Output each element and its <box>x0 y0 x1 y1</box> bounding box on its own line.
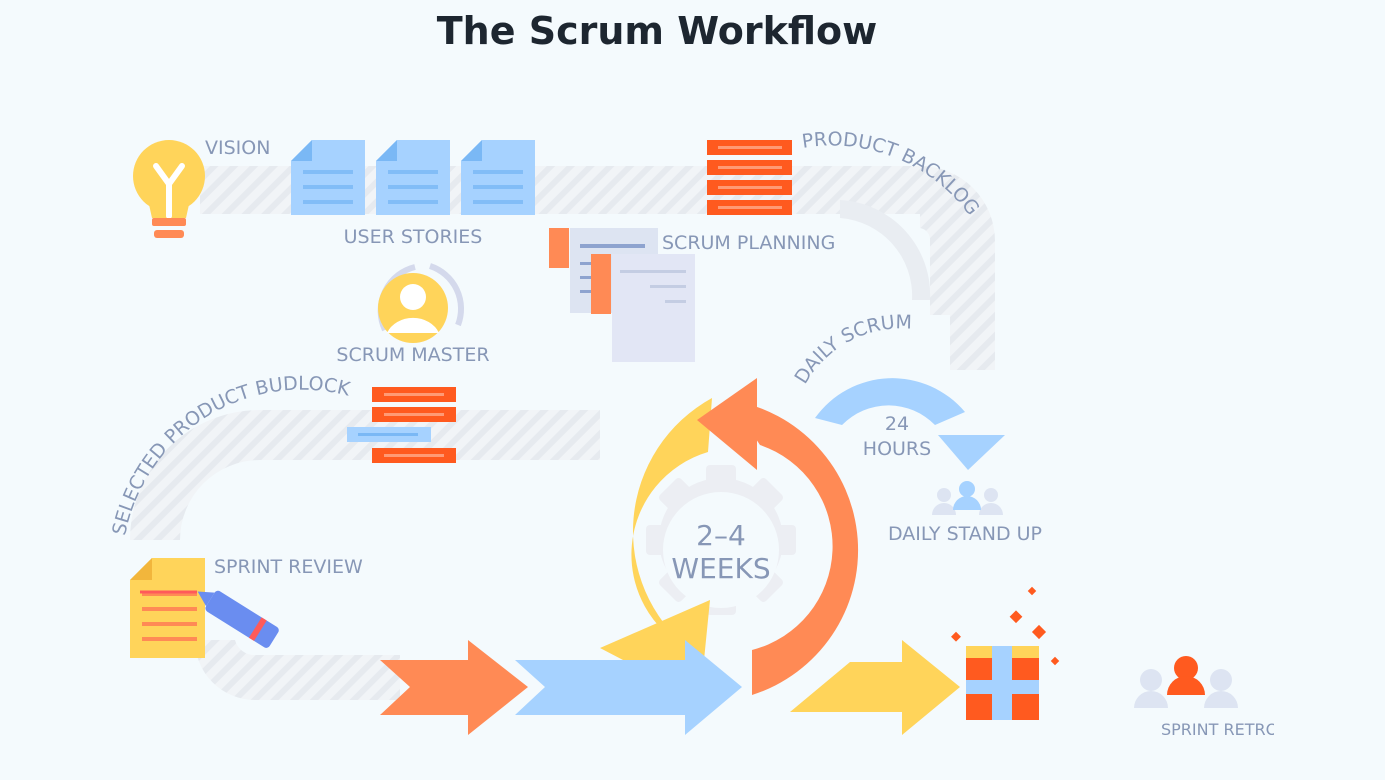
flow-arrow-yellow <box>790 640 960 735</box>
lightbulb-icon <box>133 140 205 238</box>
hours-unit: HOURS <box>863 438 931 460</box>
planning-docs-icon <box>549 228 695 362</box>
cycle-arrow-orange-head <box>697 378 757 470</box>
cycle-arrow-yellow <box>631 398 712 650</box>
page-title: The Scrum Workflow <box>437 9 878 53</box>
document-icon <box>376 140 450 215</box>
gift-box-icon <box>951 586 1060 720</box>
scrum-planning-label: SCRUM PLANNING <box>662 232 835 254</box>
cycle-arrow-orange <box>730 400 859 695</box>
weeks-range: 2–4 <box>696 519 746 552</box>
hours-value: 24 <box>885 413 909 435</box>
document-icon <box>461 140 535 215</box>
sprint-review-label: SPRINT REVIEW <box>214 556 363 578</box>
person-avatar-icon <box>377 263 465 343</box>
daily-scrum-arrow-shape <box>815 378 965 425</box>
sprint-retro-label: SPRINT RETROS <box>1161 720 1288 739</box>
label-clip-mask <box>1274 715 1304 745</box>
weeks-unit: WEEKS <box>671 552 770 585</box>
backlog-list-icon <box>707 140 792 215</box>
daily-stand-up-label: DAILY STAND UP <box>888 523 1042 545</box>
scrum-master-label: SCRUM MASTER <box>336 344 489 366</box>
flow-arrow-orange <box>380 640 528 735</box>
user-stories-label: USER STORIES <box>344 226 483 248</box>
vision-label: VISION <box>205 137 270 159</box>
gear-icon <box>646 465 796 615</box>
team-icon <box>1134 656 1238 708</box>
daily-scrum-arrow <box>938 435 1005 470</box>
backlog-list-icon <box>347 387 456 463</box>
document-icon <box>291 140 365 215</box>
flow-arrow-blue <box>515 640 742 735</box>
team-icon <box>932 481 1003 515</box>
document-with-marker-icon <box>130 558 279 658</box>
